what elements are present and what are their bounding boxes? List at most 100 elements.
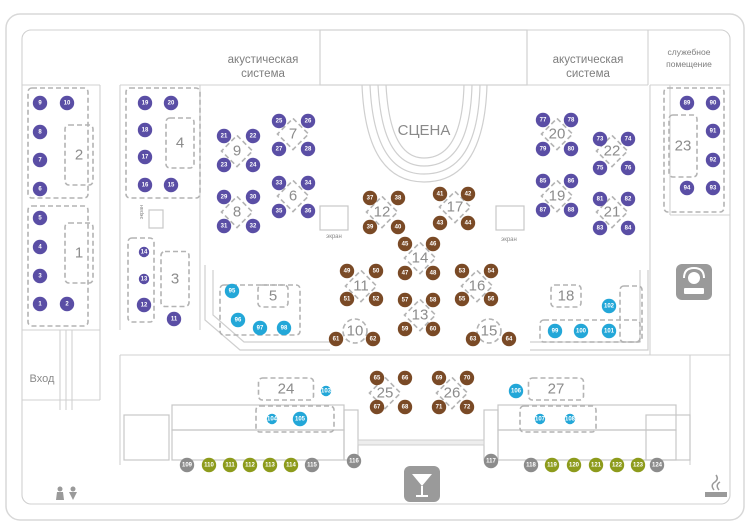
seat-95[interactable]: 95 — [224, 283, 240, 299]
table-13[interactable]: 13 — [403, 298, 437, 332]
seat-99[interactable]: 99 — [547, 323, 563, 339]
seat-5[interactable]: 5 — [32, 210, 48, 226]
seat-112[interactable]: 112 — [242, 457, 258, 473]
seat-78[interactable]: 78 — [563, 112, 579, 128]
seat-108[interactable]: 108 — [564, 413, 576, 425]
seat-22[interactable]: 22 — [245, 128, 261, 144]
seat-39[interactable]: 39 — [362, 219, 378, 235]
seat-62[interactable]: 62 — [365, 331, 381, 347]
seat-113[interactable]: 113 — [262, 457, 278, 473]
seat-55[interactable]: 55 — [454, 291, 470, 307]
seat-77[interactable]: 77 — [535, 112, 551, 128]
seat-35[interactable]: 35 — [271, 203, 287, 219]
table-27[interactable]: 27 — [527, 377, 585, 401]
seat-124[interactable]: 124 — [649, 457, 665, 473]
seat-7[interactable]: 7 — [32, 152, 48, 168]
seat-75[interactable]: 75 — [592, 160, 608, 176]
seat-121[interactable]: 121 — [588, 457, 604, 473]
seat-44[interactable]: 44 — [460, 215, 476, 231]
seat-16[interactable]: 16 — [137, 177, 153, 193]
seat-15[interactable]: 15 — [163, 177, 179, 193]
seat-28[interactable]: 28 — [300, 141, 316, 157]
seat-97[interactable]: 97 — [252, 320, 268, 336]
seat-65[interactable]: 65 — [369, 370, 385, 386]
seat-84[interactable]: 84 — [620, 220, 636, 236]
seat-63[interactable]: 63 — [465, 331, 481, 347]
seat-87[interactable]: 87 — [535, 202, 551, 218]
seat-45[interactable]: 45 — [397, 236, 413, 252]
seat-100[interactable]: 100 — [573, 323, 589, 339]
seat-70[interactable]: 70 — [459, 370, 475, 386]
seat-34[interactable]: 34 — [300, 175, 316, 191]
seat-67[interactable]: 67 — [369, 399, 385, 415]
seat-33[interactable]: 33 — [271, 175, 287, 191]
seat-25[interactable]: 25 — [271, 113, 287, 129]
seat-46[interactable]: 46 — [425, 236, 441, 252]
seat-6[interactable]: 6 — [32, 181, 48, 197]
seat-69[interactable]: 69 — [431, 370, 447, 386]
seat-58[interactable]: 58 — [425, 292, 441, 308]
seat-102[interactable]: 102 — [601, 298, 617, 314]
seat-83[interactable]: 83 — [592, 220, 608, 236]
seat-117[interactable]: 117 — [483, 453, 499, 469]
table-23[interactable]: 23 — [668, 114, 698, 178]
seat-38[interactable]: 38 — [390, 190, 406, 206]
seat-14[interactable]: 14 — [138, 246, 150, 258]
table-3[interactable]: 3 — [160, 250, 190, 308]
seat-118[interactable]: 118 — [523, 457, 539, 473]
seat-66[interactable]: 66 — [397, 370, 413, 386]
seat-105[interactable]: 105 — [292, 411, 308, 427]
seat-32[interactable]: 32 — [245, 218, 261, 234]
seat-40[interactable]: 40 — [390, 219, 406, 235]
seat-89[interactable]: 89 — [679, 95, 695, 111]
seat-41[interactable]: 41 — [432, 186, 448, 202]
seat-111[interactable]: 111 — [222, 457, 238, 473]
seat-18[interactable]: 18 — [137, 122, 153, 138]
seat-42[interactable]: 42 — [460, 186, 476, 202]
table-1[interactable]: 1 — [64, 222, 94, 284]
seat-24[interactable]: 24 — [245, 157, 261, 173]
seat-10[interactable]: 10 — [59, 95, 75, 111]
seat-119[interactable]: 119 — [544, 457, 560, 473]
table-16[interactable]: 16 — [460, 269, 494, 303]
seat-61[interactable]: 61 — [328, 331, 344, 347]
seat-12[interactable]: 12 — [136, 297, 152, 313]
seat-56[interactable]: 56 — [483, 291, 499, 307]
seat-91[interactable]: 91 — [705, 123, 721, 139]
seat-31[interactable]: 31 — [216, 218, 232, 234]
seat-68[interactable]: 68 — [397, 399, 413, 415]
seat-106[interactable]: 106 — [508, 383, 524, 399]
seat-74[interactable]: 74 — [620, 131, 636, 147]
table-26[interactable]: 26 — [435, 376, 469, 410]
seat-90[interactable]: 90 — [705, 95, 721, 111]
seat-21[interactable]: 21 — [216, 128, 232, 144]
table-5[interactable]: 5 — [257, 284, 289, 308]
table-20[interactable]: 20 — [540, 117, 574, 151]
table-7[interactable]: 7 — [276, 117, 310, 151]
seat-50[interactable]: 50 — [368, 263, 384, 279]
table-12[interactable]: 12 — [365, 195, 399, 229]
seat-76[interactable]: 76 — [620, 160, 636, 176]
seat-8[interactable]: 8 — [32, 124, 48, 140]
seat-71[interactable]: 71 — [431, 399, 447, 415]
seat-49[interactable]: 49 — [339, 263, 355, 279]
table-15[interactable]: 15 — [476, 318, 502, 344]
table-10[interactable]: 10 — [342, 318, 368, 344]
seat-82[interactable]: 82 — [620, 191, 636, 207]
seat-98[interactable]: 98 — [276, 320, 292, 336]
seat-88[interactable]: 88 — [563, 202, 579, 218]
seat-36[interactable]: 36 — [300, 203, 316, 219]
seat-104[interactable]: 104 — [266, 413, 278, 425]
table-4[interactable]: 4 — [165, 117, 195, 169]
seat-85[interactable]: 85 — [535, 173, 551, 189]
table-11[interactable]: 11 — [344, 269, 378, 303]
seat-109[interactable]: 109 — [179, 457, 195, 473]
seat-53[interactable]: 53 — [454, 263, 470, 279]
table-25[interactable]: 25 — [368, 376, 402, 410]
seat-101[interactable]: 101 — [601, 323, 617, 339]
seat-37[interactable]: 37 — [362, 190, 378, 206]
seat-47[interactable]: 47 — [397, 265, 413, 281]
seat-4[interactable]: 4 — [32, 239, 48, 255]
seat-79[interactable]: 79 — [535, 141, 551, 157]
seat-110[interactable]: 110 — [201, 457, 217, 473]
